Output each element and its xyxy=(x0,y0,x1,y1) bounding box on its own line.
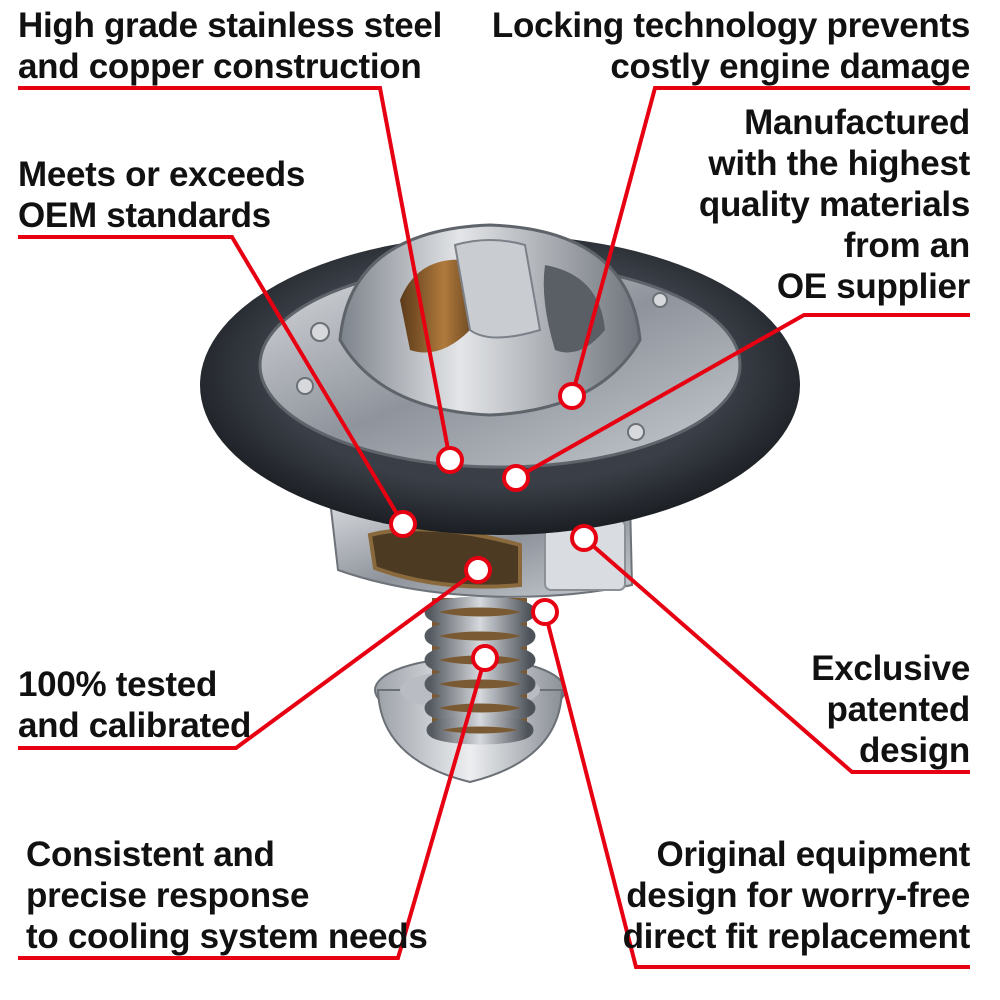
callout-stainless-construction: High grade stainless steel and copper co… xyxy=(18,5,442,87)
callout-line: quality materials xyxy=(698,185,970,224)
callout-line: and copper construction xyxy=(18,47,422,86)
callout-dots xyxy=(389,382,598,672)
callout-line: Exclusive xyxy=(811,649,970,688)
callout-locking-technology: Locking technology prevents costly engin… xyxy=(492,5,970,87)
callout-line: Locking technology prevents xyxy=(491,6,970,45)
rivets xyxy=(296,292,668,441)
callout-line: design for worry-free xyxy=(626,876,970,915)
callout-lines xyxy=(18,86,970,969)
callout-exclusive-design: Exclusive patented design xyxy=(811,648,970,771)
callout-line: OEM standards xyxy=(18,196,271,235)
callout-line: design xyxy=(859,731,970,770)
callout-oem-standards: Meets or exceeds OEM standards xyxy=(18,154,305,236)
callout-line: with the highest xyxy=(708,144,970,183)
callout-line: OE supplier xyxy=(776,267,970,306)
callout-line: Meets or exceeds xyxy=(18,155,306,194)
callout-line: precise response xyxy=(26,876,310,915)
steel-dome xyxy=(338,223,642,417)
callout-tested-calibrated: 100% tested and calibrated xyxy=(18,664,251,746)
callout-line: High grade stainless steel xyxy=(18,6,443,45)
callout-line: from an xyxy=(843,226,971,265)
callout-consistent-response: Consistent and precise response to cooli… xyxy=(26,834,428,957)
callout-line: Manufactured xyxy=(744,103,970,142)
callout-line: Original equipment xyxy=(656,835,970,874)
callout-line: patented xyxy=(826,690,971,729)
callout-line: Consistent and xyxy=(26,835,275,874)
callout-line: to cooling system needs xyxy=(26,917,428,956)
callout-line: direct fit replacement xyxy=(622,917,971,956)
callout-original-equipment: Original equipment design for worry-free… xyxy=(622,834,971,957)
callout-line: 100% tested xyxy=(18,665,218,704)
callout-line: costly engine damage xyxy=(610,47,970,86)
callout-line: and calibrated xyxy=(18,706,252,745)
callout-oe-supplier: Manufactured with the highest quality ma… xyxy=(699,102,970,307)
